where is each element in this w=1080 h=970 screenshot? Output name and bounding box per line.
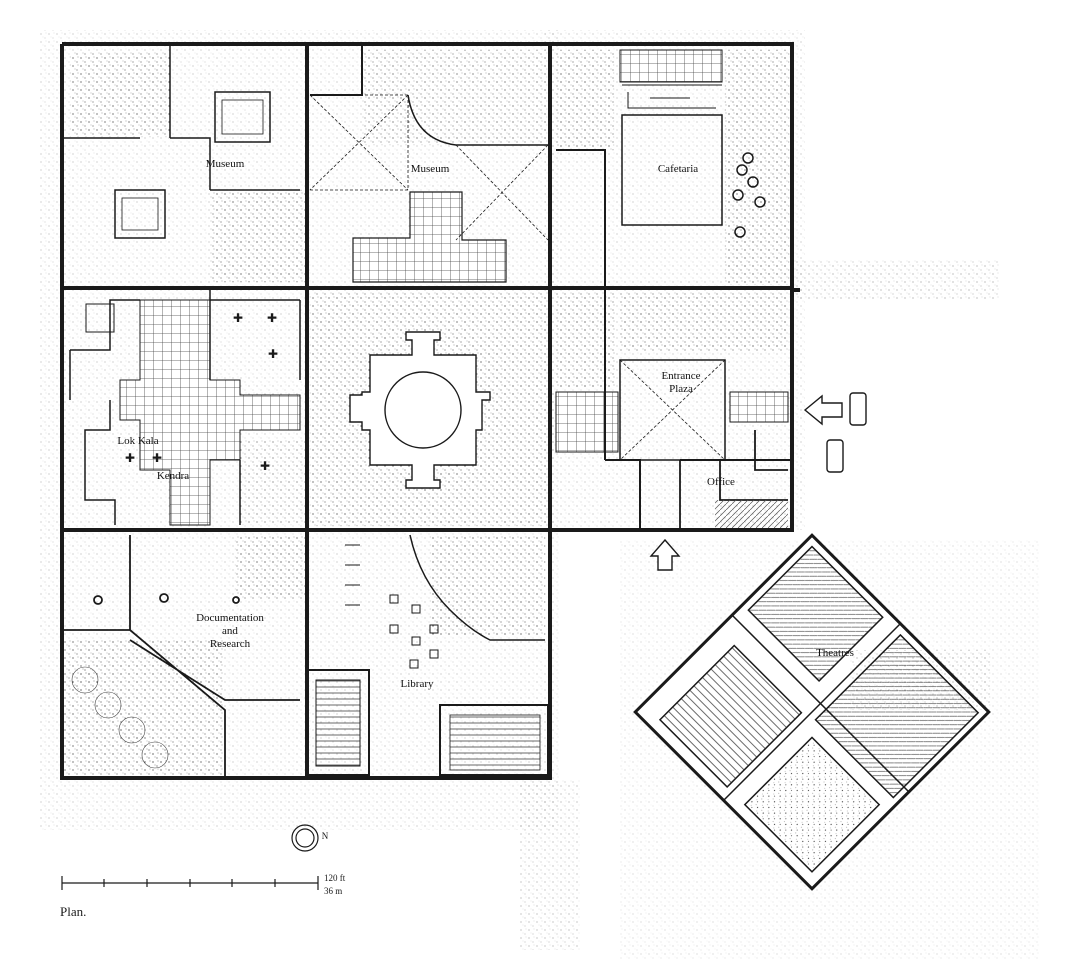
library-details	[306, 534, 549, 776]
theatres-block	[633, 533, 991, 891]
svg-text:✚: ✚	[260, 459, 270, 473]
scale-label-ft: 120 ft	[324, 873, 346, 883]
lok-kala-kendra-details: ✚ ✚ ✚ ✚ ✚ ✚	[69, 288, 301, 525]
paving-grids	[119, 49, 789, 526]
svg-text:✚: ✚	[233, 311, 243, 325]
theatre-ground	[850, 650, 990, 710]
scale-label-m: 36 m	[324, 886, 343, 896]
svg-text:✚: ✚	[152, 451, 162, 465]
entrance-plaza-details	[556, 149, 790, 530]
label-entrance-plaza: Entrance Plaza	[661, 370, 701, 395]
label-kendra: Kendra	[156, 470, 190, 482]
label-museum-center: Museum	[410, 163, 450, 175]
north-arrow	[291, 824, 319, 852]
cafeteria-details	[621, 84, 766, 238]
main-building	[60, 42, 800, 780]
label-cafeteria: Cafetaria	[657, 163, 699, 175]
svg-text:✚: ✚	[267, 311, 277, 325]
trees	[71, 666, 169, 769]
museum-west-details	[62, 44, 300, 239]
label-lok-kala: Lok Kala	[117, 435, 159, 447]
label-theatres: Theatres	[816, 647, 854, 659]
svg-text:✚: ✚	[268, 347, 278, 361]
scale-bar	[61, 876, 319, 890]
label-library: Library	[400, 678, 434, 690]
svg-text:✚: ✚	[125, 451, 135, 465]
entrance-arrows	[649, 392, 867, 571]
label-museum-west: Museum	[205, 158, 245, 170]
north-label: N	[321, 831, 329, 841]
label-documentation: Documentation and Research	[196, 612, 264, 650]
office-details	[679, 430, 788, 530]
museum-center-details	[309, 44, 549, 241]
documentation-details	[62, 535, 300, 778]
plan-caption: Plan.	[60, 904, 87, 919]
label-office: Office	[707, 476, 735, 488]
central-plaza	[349, 331, 491, 489]
